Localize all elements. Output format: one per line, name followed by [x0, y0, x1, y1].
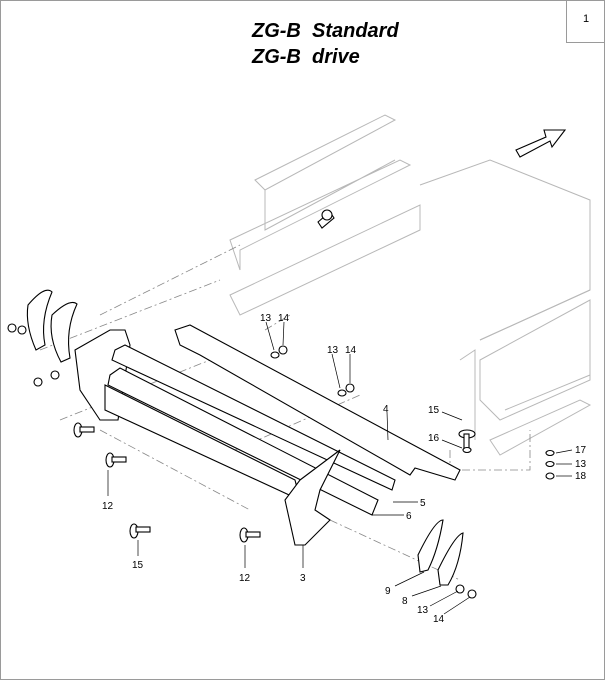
callout-16: 16	[428, 433, 440, 444]
callout-15: 15	[132, 560, 144, 571]
callout-9: 9	[385, 586, 391, 597]
callout-18: 18	[575, 471, 587, 482]
machine-frame-ghost	[229, 114, 592, 456]
callout-13: 13	[260, 313, 272, 324]
leader-lines	[107, 321, 573, 615]
page-number: 1	[566, 0, 605, 43]
callout-8: 8	[402, 596, 408, 607]
callout-12: 12	[102, 501, 114, 512]
part-5	[111, 344, 396, 491]
callout-5: 5	[420, 498, 426, 509]
callout-13: 13	[575, 459, 587, 470]
side-plate-3	[284, 449, 341, 546]
scraper-rails	[104, 324, 461, 516]
left-curved-brackets	[7, 289, 78, 387]
callout-13: 13	[417, 605, 429, 616]
callout-15: 15	[428, 405, 440, 416]
fasteners	[73, 209, 555, 543]
callout-4: 4	[383, 404, 389, 415]
callout-14: 14	[278, 313, 290, 324]
callout-6: 6	[406, 511, 412, 522]
callout-17: 17	[575, 445, 587, 456]
part-4	[174, 324, 461, 481]
callout-14: 14	[345, 345, 357, 356]
callout-14: 14	[433, 614, 445, 625]
arrow-up-right-icon	[515, 129, 567, 158]
diagram-title: ZG-B Standard	[252, 20, 399, 42]
callout-3: 3	[300, 573, 306, 584]
part-6	[107, 367, 379, 516]
diagram-subtitle: ZG-B drive	[252, 46, 360, 68]
callout-13: 13	[327, 345, 339, 356]
right-curved-brackets	[417, 519, 477, 599]
callout-12: 12	[239, 573, 251, 584]
